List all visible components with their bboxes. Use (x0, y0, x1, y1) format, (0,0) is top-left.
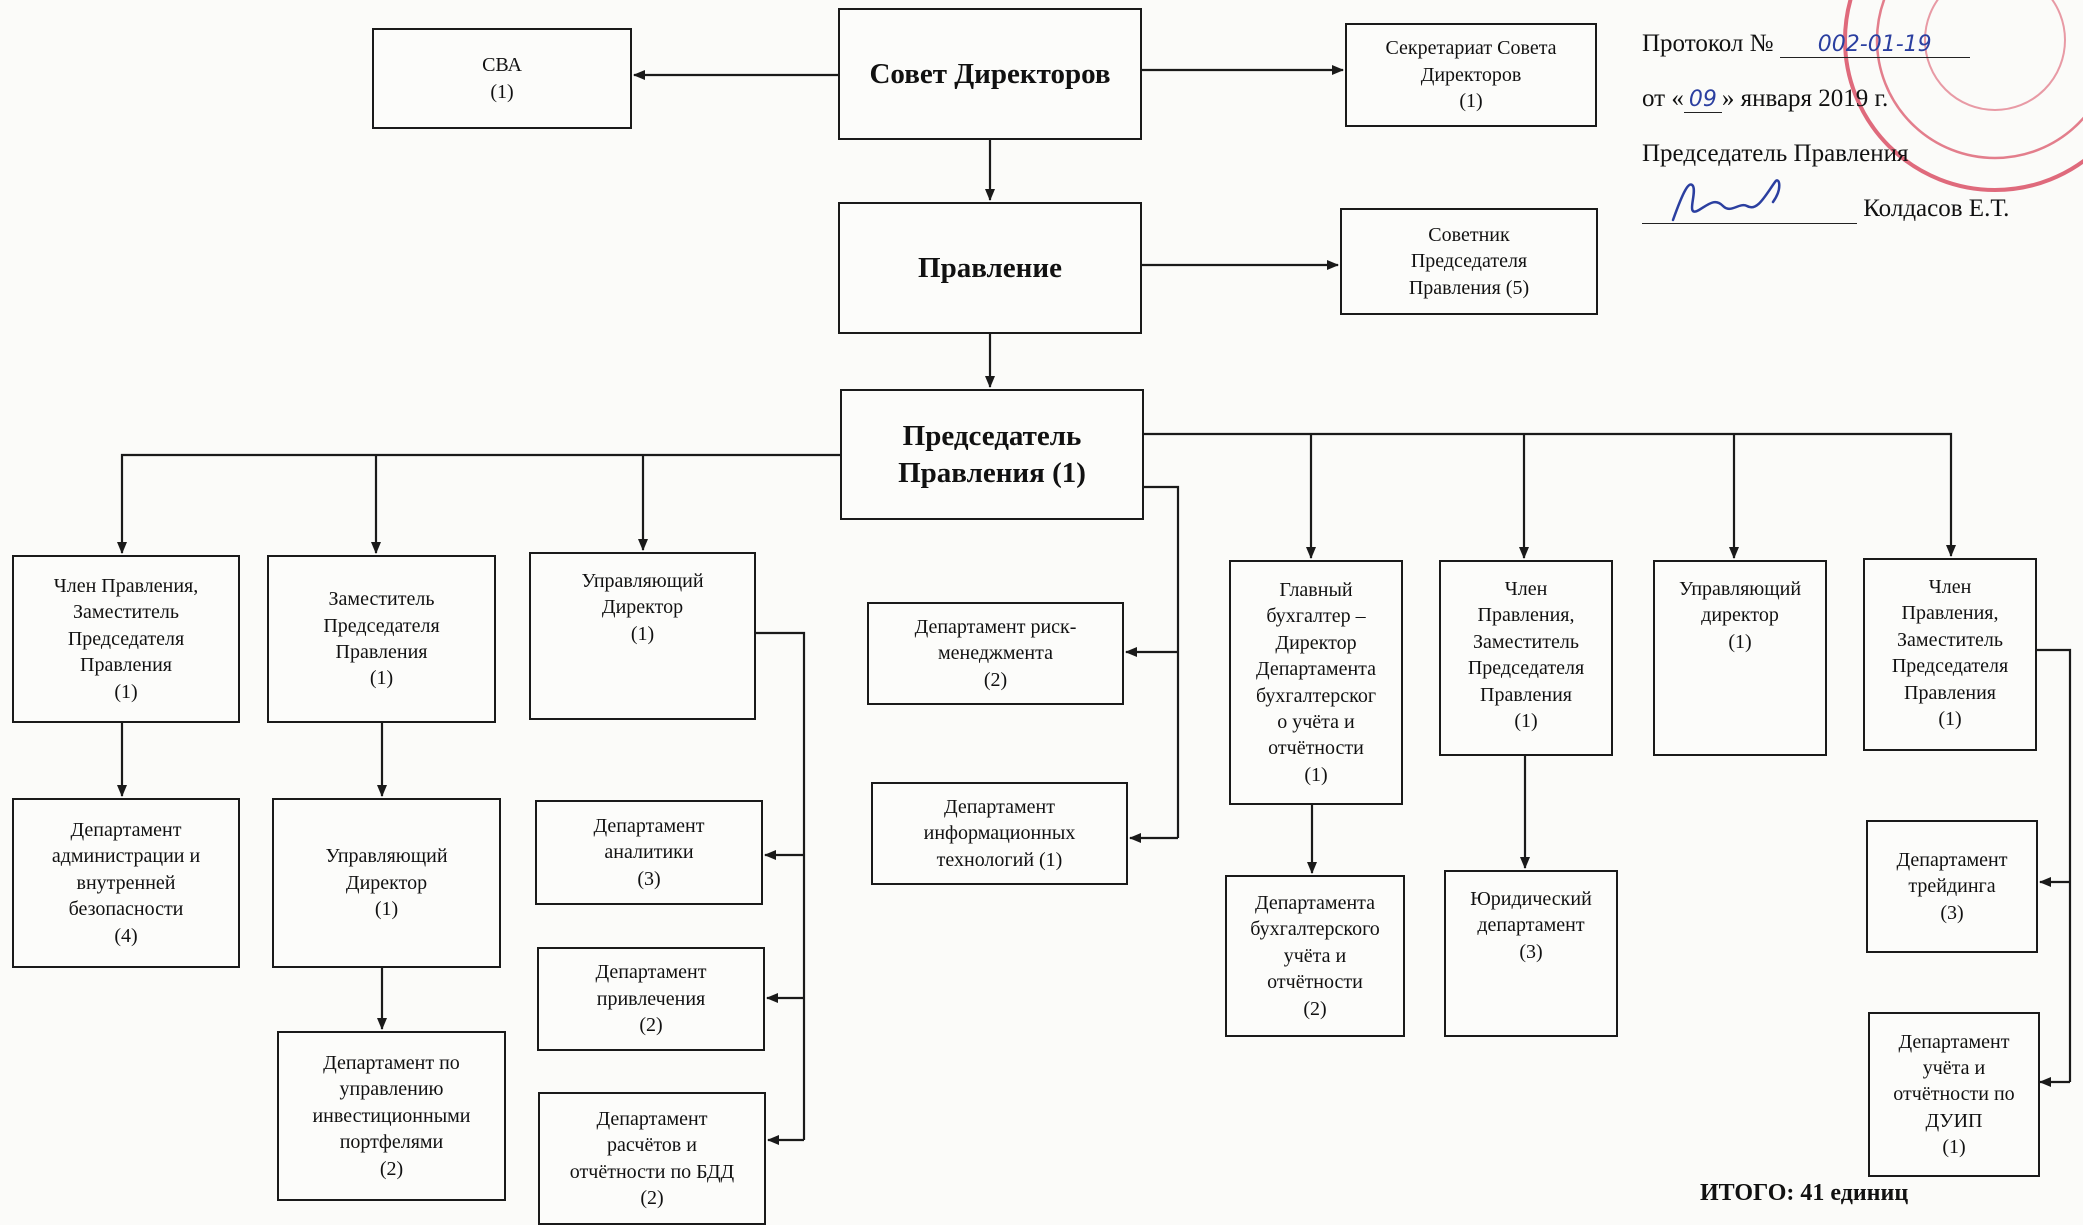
sva-box: СВА (1) (372, 28, 632, 129)
md1-side-bus (756, 631, 806, 1140)
it-dept-box: Департамент информационных технологий (1… (871, 782, 1128, 885)
trading-dept-box: Департамент трейдинга (3) (1866, 820, 2038, 953)
accounting-dept-box: Департамента бухгалтерского учёта и отчё… (1225, 875, 1405, 1037)
protocol-line: Протокол № 002-01-19 (1642, 30, 1970, 58)
signature-icon (1671, 179, 1781, 222)
date-prefix: от « (1642, 85, 1684, 112)
member-deputy-3-box: Член Правления, Заместитель Председателя… (1863, 558, 2037, 751)
managing-director-3-box: Управляющий директор (1) (1653, 560, 1827, 756)
stamp-icon (1843, 0, 2083, 192)
chairman-side-bus (1144, 485, 1180, 838)
member-deputy-2-box: Член Правления, Заместитель Председателя… (1439, 560, 1613, 756)
duip-dept-box: Департамент учёта и отчётности по ДУИП (… (1868, 1012, 2040, 1177)
legal-dept-box: Юридический департамент (3) (1444, 870, 1618, 1037)
managing-director-2-box: Управляющий Директор (1) (272, 798, 501, 968)
deputy-chairman-box: Заместитель Председателя Правления (1) (267, 555, 496, 723)
signer-name: Колдасов Е.Т. (1863, 195, 2010, 222)
signature-line: Колдасов Е.Т. (1642, 195, 2009, 224)
admin-security-dept-box: Департамент администрации и внутренней б… (12, 798, 240, 968)
bod-secretariat-box: Секретариат Совета Директоров (1) (1345, 23, 1597, 127)
date-suffix: » января 2019 г. (1721, 85, 1889, 112)
chairman-advisor-box: Советник Председателя Правления (5) (1340, 208, 1598, 315)
chairman-box: Председатель Правления (1) (840, 389, 1144, 520)
managing-director-1-box: Управляющий Директор (1) (529, 552, 756, 720)
settlements-dept-box: Департамент расчётов и отчётности по БДД… (538, 1092, 766, 1225)
total-units: ИТОГО: 41 единиц (1700, 1180, 1909, 1206)
chairman-right-bus (1144, 432, 1956, 557)
risk-dept-box: Департамент риск- менеджмента (2) (867, 602, 1124, 705)
signer-title: Председатель Правления (1642, 140, 1909, 167)
date-line: от «09» января 2019 г. (1642, 85, 1888, 113)
member-deputy-1-box: Член Правления, Заместитель Председателя… (12, 555, 240, 723)
management-board-box: Правление (838, 202, 1142, 334)
protocol-label: Протокол № (1642, 30, 1774, 57)
chief-accountant-box: Главный бухгалтер – Директор Департамент… (1229, 560, 1403, 805)
board-of-directors-box: Совет Директоров (838, 8, 1142, 140)
analytics-dept-box: Департамент аналитики (3) (535, 800, 763, 905)
chairman-left-bus (117, 453, 840, 554)
member3-side-bus (2037, 648, 2072, 1082)
date-day: 09 (1683, 87, 1722, 113)
attraction-dept-box: Департамент привлечения (2) (537, 947, 765, 1051)
protocol-number: 002-01-19 (1779, 32, 1970, 58)
portfolio-dept-box: Департамент по управлению инвестиционным… (277, 1031, 506, 1201)
